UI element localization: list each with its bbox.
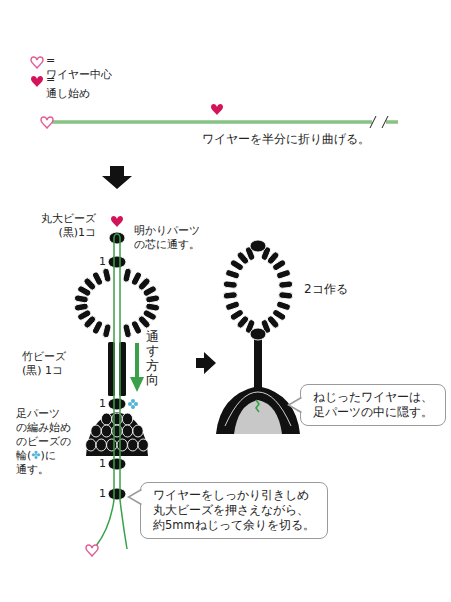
ring-mark [132, 403, 134, 405]
step-note: 明かりパーツ の芯に通す。 [134, 224, 200, 252]
heart-swatch [31, 57, 43, 68]
finished-part [216, 386, 300, 434]
legend-text: =ワイヤー中心 [46, 54, 112, 82]
straight-wire [370, 116, 388, 128]
step-note: ワイヤーを半分に折り曲げる。 [202, 132, 370, 147]
bead-stack [108, 256, 126, 268]
finished-part [250, 328, 266, 340]
callout-text: ねじったワイヤーは、 足パーツの中に隠す。 [313, 390, 433, 420]
foot-part [86, 412, 148, 456]
bead-stack [74, 232, 160, 500]
right-arrow [196, 352, 216, 374]
ring-mark [134, 402, 138, 406]
bead-stack [91, 271, 103, 286]
wire [114, 234, 120, 500]
ring-mark [131, 405, 135, 409]
foot-part [117, 439, 127, 451]
foot-part [86, 439, 96, 451]
bead-count: 1 [99, 487, 106, 501]
straight-wire [386, 121, 398, 124]
finished-part [234, 400, 282, 434]
straight-wire [41, 104, 398, 128]
bead-count: 1 [99, 255, 106, 269]
wire [86, 545, 98, 556]
foot-part [96, 439, 106, 451]
bead-stack [102, 323, 112, 338]
callout-box: ねじったワイヤーは、 足パーツの中に隠す。 [300, 384, 446, 426]
straight-wire [52, 122, 372, 123]
foot-part [122, 413, 132, 425]
part-name: 竹ビーズ(黒) 1コ [22, 350, 66, 378]
bead-stack [122, 268, 132, 283]
finished-part [256, 400, 259, 412]
ring-mark [128, 399, 138, 409]
finished-part [254, 332, 262, 390]
callout-pointer [128, 489, 142, 505]
foot-part [133, 425, 143, 437]
callout-pointer [288, 397, 302, 413]
foot-part [101, 425, 111, 437]
foot-part [128, 439, 138, 451]
down-arrow [102, 166, 132, 189]
finished-part [225, 269, 240, 280]
bead-count: 1 [99, 397, 106, 411]
finished-part [276, 300, 291, 311]
finished-part [272, 259, 287, 272]
wire [111, 216, 123, 227]
heart-swatch [30, 55, 44, 69]
ring-symbol: ✤ [31, 449, 40, 462]
direction-arrow [130, 377, 144, 392]
finished-part [225, 300, 240, 311]
heart-swatch [30, 74, 44, 88]
finished-part [278, 291, 293, 299]
foot-part [101, 413, 111, 425]
wire [96, 500, 114, 546]
finished-part [276, 269, 291, 280]
straight-wire [211, 104, 223, 115]
finished-part [223, 291, 238, 299]
callout-box: ワイヤーをしっかり引きしめ 丸大ビーズを押さえながら、 約5mmねじって余りを切… [140, 482, 328, 539]
foot-part [91, 425, 101, 437]
foot-part [107, 439, 117, 451]
straight-wire [41, 117, 53, 128]
ring-mark [128, 402, 132, 406]
bead-stack [74, 303, 89, 312]
finished-part [250, 240, 266, 252]
bead-stack [108, 398, 126, 410]
callout-text: ワイヤーをしっかり引きしめ 丸大ビーズを押さえながら、 約5mmねじって余りを切… [153, 488, 315, 533]
step-note: 足パーツ の編み始め のビーズの 輪(✤)に 通す。 [16, 407, 71, 477]
bead-stack [108, 488, 126, 500]
finished-part [225, 392, 291, 426]
direction-arrow [135, 343, 139, 378]
bead-stack [122, 323, 132, 338]
straight-wire [52, 121, 372, 124]
finished-part [229, 308, 244, 321]
ring-mark [131, 399, 135, 403]
wire [86, 216, 127, 556]
finished-part [223, 281, 238, 289]
finished-part [278, 281, 293, 289]
callout-pointer [128, 490, 142, 505]
foot-part [138, 439, 148, 451]
direction-arrow [130, 343, 144, 392]
bead-stack [145, 294, 160, 303]
bead-stack [130, 320, 142, 335]
direction-label: 通す方向 [146, 330, 159, 387]
wire [120, 500, 127, 549]
part-name: 丸大ビーズ (黒)1コ [41, 212, 96, 240]
legend-text: =通し始め [46, 73, 90, 101]
foot-part [122, 425, 132, 437]
bead-stack [108, 458, 126, 470]
foot-part [86, 412, 149, 456]
bead-stack [102, 268, 112, 283]
callout-pointer [288, 398, 301, 413]
heart-swatch [31, 76, 43, 87]
bead-count: 1 [99, 457, 106, 471]
straight-wire [386, 122, 398, 123]
callout-pointer [128, 490, 141, 505]
finished-part [216, 240, 300, 434]
callout-pointer [288, 398, 302, 413]
step-note: 2コ作る [304, 282, 348, 297]
